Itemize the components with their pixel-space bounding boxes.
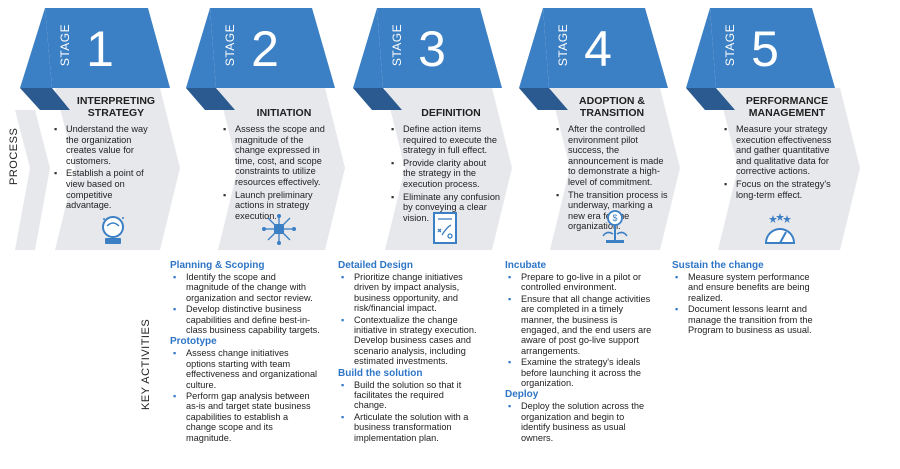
activity-item: Assess change initiatives options starti… <box>170 348 320 390</box>
stage-1-bullet: Understand the way the organization crea… <box>52 124 160 166</box>
activity-list: Measure system performance and ensure be… <box>672 272 822 335</box>
activity-item: Identify the scope and magnitude of the … <box>170 272 320 303</box>
activity-heading: Sustain the change <box>672 260 764 271</box>
stage-1-bullets: Understand the way the organization crea… <box>52 124 160 213</box>
activity-list: Identify the scope and magnitude of the … <box>170 272 320 335</box>
stage-3-number: 3 <box>418 21 446 77</box>
stage-4-number: 4 <box>584 21 612 77</box>
activity-item: Perform gap analysis between as-is and t… <box>170 391 320 443</box>
activities-column-3: Incubate Prepare to go-live in a pilot o… <box>505 259 653 444</box>
activity-heading: Build the solution <box>338 367 423 379</box>
activity-item: Examine the strategy's ideals before lau… <box>505 357 653 388</box>
gauge-stars-icon <box>764 213 796 244</box>
stage-5-word: STAGE <box>723 23 738 67</box>
process-label: PROCESS <box>8 127 20 185</box>
stage-2-word: STAGE <box>223 23 238 67</box>
stage-4-bullet: After the controlled environment pilot s… <box>554 124 670 188</box>
activities-column-1: Planning & Scoping Identify the scope an… <box>170 259 320 444</box>
money-growth-icon: $ <box>602 210 628 243</box>
stage-5-bullet: Measure your strategy execution effectiv… <box>722 124 840 177</box>
stage-1-title: INTERPRETING STRATEGY <box>76 95 156 119</box>
stage-2-bullets: Assess the scope and magnitude of the ch… <box>221 124 333 223</box>
activity-item: Ensure that all change activities are co… <box>505 294 653 356</box>
activity-list: Prioritize change initiatives driven by … <box>338 272 478 367</box>
activity-item: Contextualize the change initiative in s… <box>338 315 478 367</box>
activity-list: Prepare to go-live in a pilot or control… <box>505 272 653 388</box>
stage-1-word: STAGE <box>58 23 73 67</box>
activity-heading: Detailed Design <box>338 260 414 271</box>
key-activities-label: KEY ACTIVITIES <box>140 318 152 410</box>
stage-3-bullet: Provide clarity about the strategy in th… <box>389 158 501 190</box>
activity-item: Document lessons learnt and manage the t… <box>672 304 822 335</box>
stage-4-title: ADOPTION & TRANSITION <box>579 95 645 119</box>
stage-5-title: PERFORMANCE MANAGEMENT <box>745 95 829 119</box>
stage-3-bullets: Define action items required to execute … <box>389 124 501 225</box>
crystal-ball-icon <box>102 216 124 244</box>
activities-column-2: Detailed Design Prioritize change initia… <box>338 259 478 444</box>
activity-item: Articulate the solution with a business … <box>338 412 478 443</box>
stage-1-number: 1 <box>86 21 114 77</box>
stage-3-bullet: Eliminate any confusion by conveying a c… <box>389 192 501 224</box>
stage-1-bullet: Establish a point of view based on compe… <box>52 168 160 210</box>
stage-3-word: STAGE <box>390 23 405 67</box>
activity-item: Prioritize change initiatives driven by … <box>338 272 478 314</box>
stage-2-bullet: Launch preliminary actions in strategy e… <box>221 190 333 222</box>
stage-3-title: DEFINITION <box>421 107 481 119</box>
activity-item: Build the solution so that it facilitate… <box>338 380 478 411</box>
activity-list: Build the solution so that it facilitate… <box>338 380 478 443</box>
network-hub-icon <box>262 214 296 245</box>
activity-list: Deploy the solution across the organizat… <box>505 401 653 443</box>
activity-list: Assess change initiatives options starti… <box>170 348 320 443</box>
activity-item: Prepare to go-live in a pilot or control… <box>505 272 653 293</box>
activity-heading: Planning & Scoping <box>170 260 265 271</box>
process-side-band <box>15 110 50 250</box>
svg-text:$: $ <box>612 213 617 223</box>
activity-item: Measure system performance and ensure be… <box>672 272 822 303</box>
stage-5-bullets: Measure your strategy execution effectiv… <box>722 124 840 202</box>
activity-heading: Prototype <box>170 336 217 348</box>
activity-item: Develop distinctive business capabilitie… <box>170 304 320 335</box>
activities-column-4: Sustain the change Measure system perfor… <box>672 259 822 336</box>
stage-4-bullet: The transition process is underway, mark… <box>554 190 670 232</box>
stage-5-bullet: Focus on the strategy's long-term effect… <box>722 179 840 200</box>
stage-2-bullet: Assess the scope and magnitude of the ch… <box>221 124 333 188</box>
stage-4-word: STAGE <box>556 23 571 67</box>
stage-4-bullets: After the controlled environment pilot s… <box>554 124 670 234</box>
stage-2-title: INITIATION <box>256 107 312 119</box>
strategy-document-icon <box>433 212 457 244</box>
stage-2-number: 2 <box>251 21 279 77</box>
activity-heading: Incubate <box>505 260 547 271</box>
activity-item: Deploy the solution across the organizat… <box>505 401 653 443</box>
activity-heading: Deploy <box>505 389 539 401</box>
stage-3-bullet: Define action items required to execute … <box>389 124 501 156</box>
stage-5-number: 5 <box>751 21 779 77</box>
